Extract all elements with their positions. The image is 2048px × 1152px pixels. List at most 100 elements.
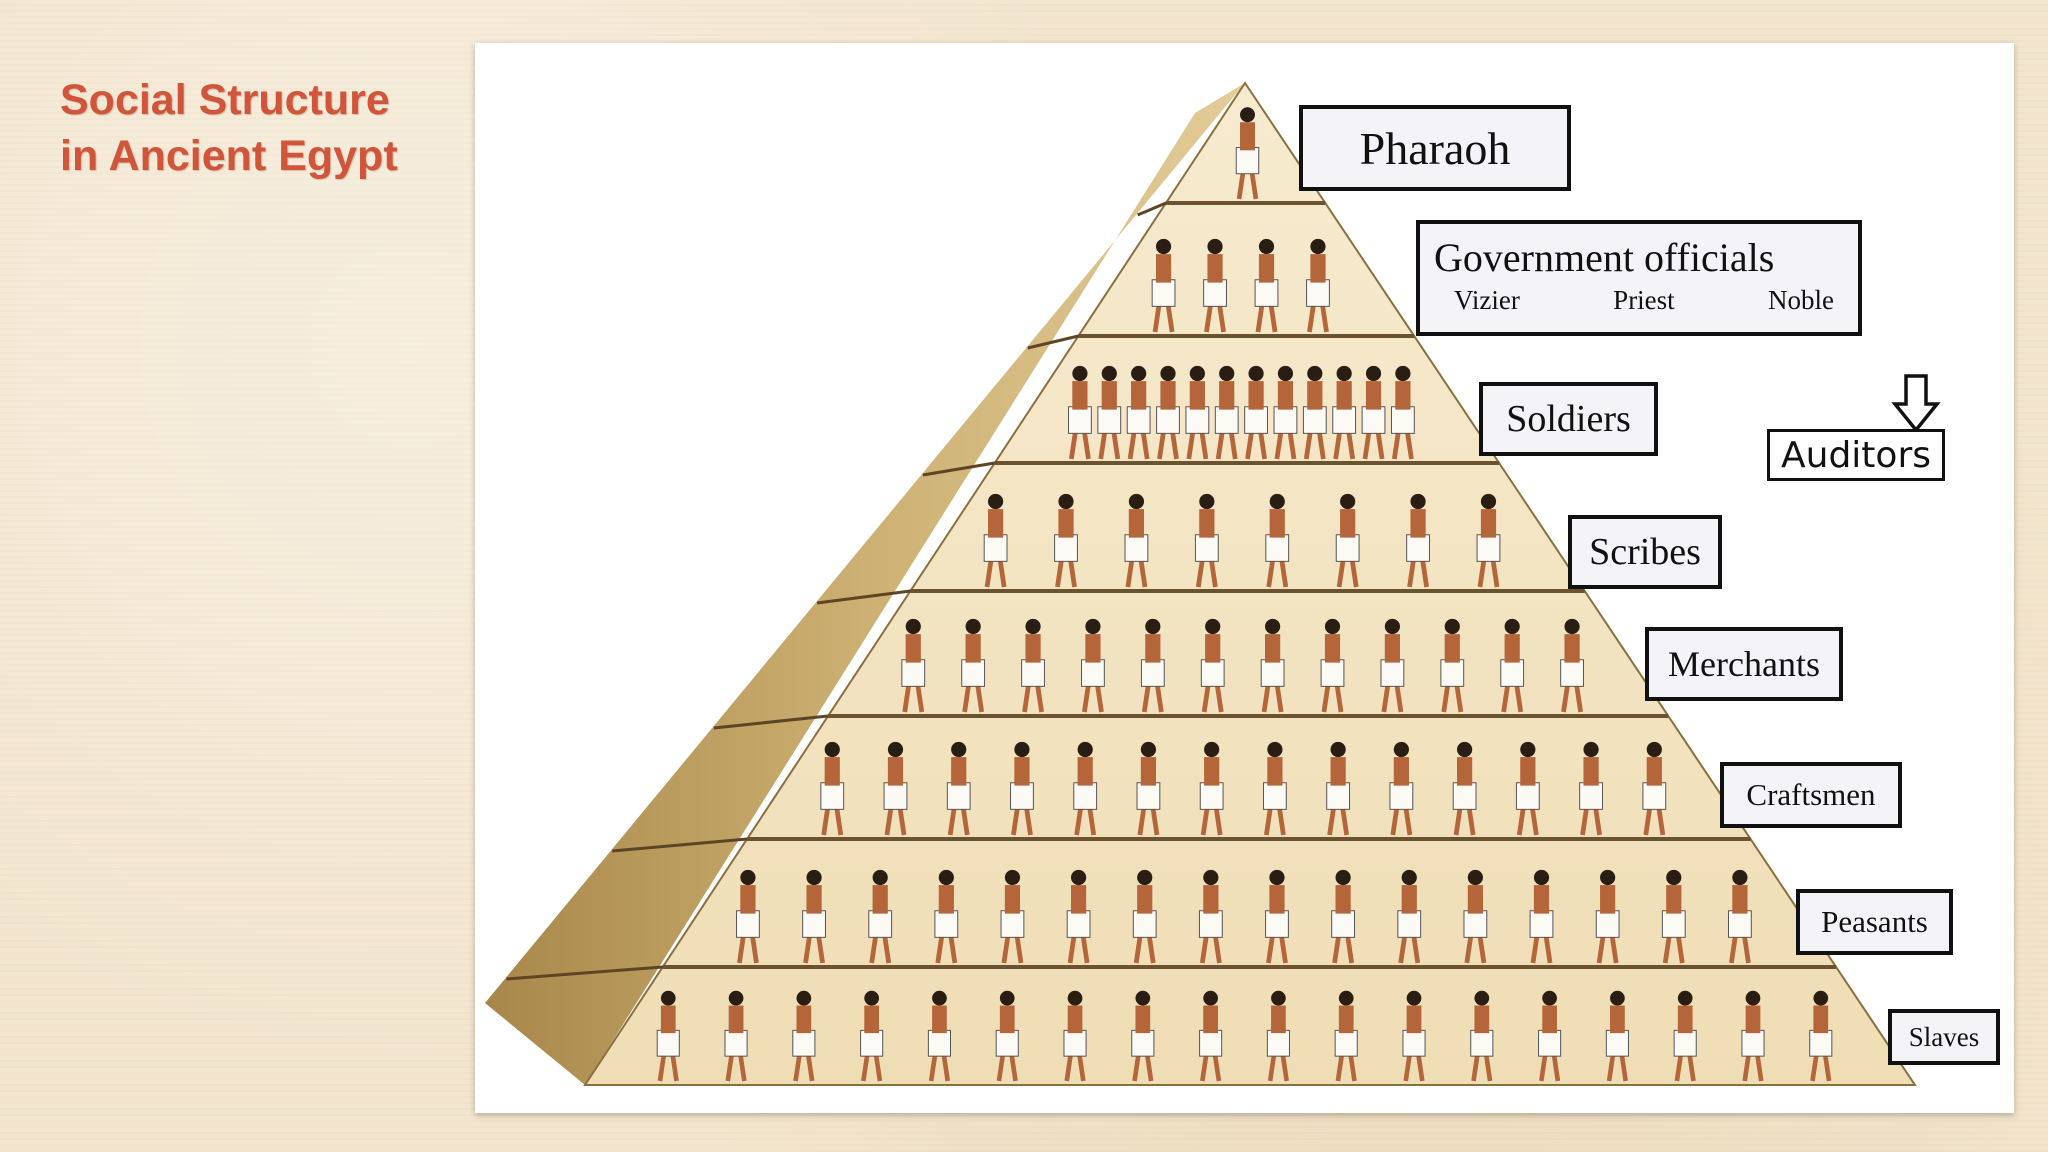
level-7-figure bbox=[1000, 869, 1025, 964]
level-2-figure bbox=[1151, 238, 1176, 333]
level-8-figure bbox=[1131, 990, 1155, 1082]
level-4-figure bbox=[1194, 493, 1219, 588]
government-officials-label-text: Government officials bbox=[1434, 235, 1775, 280]
level-7-figure bbox=[868, 869, 893, 964]
level-7-figure bbox=[1595, 869, 1620, 964]
level-2-figure bbox=[1306, 238, 1330, 333]
soldiers-label-text: Soldiers bbox=[1506, 398, 1631, 440]
slaves-label-text: Slaves bbox=[1908, 1021, 1980, 1052]
side-divider-4 bbox=[816, 589, 911, 605]
slide-title: Social Structure in Ancient Egypt bbox=[60, 72, 460, 184]
level-8-figure bbox=[1334, 990, 1358, 1082]
level-1-figure bbox=[1235, 107, 1260, 200]
auditors-label-text: Auditors bbox=[1781, 434, 1931, 476]
level-5-figure bbox=[1500, 618, 1525, 713]
level-3-figure bbox=[1332, 365, 1357, 460]
level-5-figure bbox=[961, 618, 986, 713]
government-officials-sublabels: Vizier Priest Noble bbox=[1420, 281, 1858, 316]
noble-label: Noble bbox=[1768, 285, 1834, 315]
level-6-figure bbox=[1073, 741, 1098, 836]
level-6-figure bbox=[1326, 741, 1351, 836]
level-8-figure bbox=[1266, 990, 1290, 1082]
level-7-figure bbox=[1397, 869, 1422, 964]
level-6-figure bbox=[1010, 741, 1034, 836]
level-5-figure bbox=[1320, 618, 1345, 713]
level-6-figure bbox=[1389, 741, 1414, 836]
level-6-figure bbox=[1515, 741, 1540, 836]
level-4-figure bbox=[1406, 493, 1430, 588]
level-7-figure bbox=[1728, 869, 1752, 964]
level-8-figure bbox=[860, 990, 884, 1082]
level-8-figure bbox=[1063, 990, 1087, 1082]
level-8-figure bbox=[1470, 990, 1494, 1082]
level-7-figure bbox=[1661, 869, 1686, 964]
level-6-figure bbox=[1136, 741, 1161, 836]
level-8-figure bbox=[1605, 990, 1629, 1082]
side-divider-3 bbox=[922, 461, 995, 477]
level-7-figure bbox=[1331, 869, 1356, 964]
level-7-figure bbox=[736, 869, 760, 964]
level-7-figure bbox=[1066, 869, 1091, 964]
level-6-figure bbox=[1452, 741, 1477, 836]
pharaoh-label: Pharaoh bbox=[1299, 105, 1571, 191]
side-divider-5 bbox=[713, 714, 829, 730]
level-8-figure bbox=[792, 990, 816, 1082]
level-5-figure bbox=[1200, 618, 1225, 713]
level-6-figure bbox=[1642, 741, 1667, 836]
side-divider-2 bbox=[1027, 334, 1079, 350]
level-3-figure bbox=[1185, 365, 1210, 460]
peasants-label-text: Peasants bbox=[1821, 904, 1928, 939]
level-4-figure bbox=[983, 493, 1008, 588]
slide-title-line-1: Social Structure bbox=[60, 76, 390, 124]
level-8-figure bbox=[1809, 990, 1833, 1082]
level-7-figure bbox=[1198, 869, 1223, 964]
level-6-figure bbox=[820, 741, 845, 836]
level-7-figure bbox=[1265, 869, 1289, 964]
level-7-figure bbox=[1529, 869, 1554, 964]
craftsmen-label: Craftsmen bbox=[1720, 762, 1902, 828]
slide-title-line-2: in Ancient Egypt bbox=[60, 132, 398, 180]
level-6-figure bbox=[1262, 741, 1287, 836]
level-8-figure bbox=[1673, 990, 1697, 1082]
level-8-figure bbox=[656, 990, 680, 1082]
level-4-figure bbox=[1124, 493, 1149, 588]
side-divider-1 bbox=[1137, 201, 1167, 217]
vizier-label: Vizier bbox=[1454, 285, 1520, 315]
level-8-figure bbox=[1741, 990, 1765, 1082]
merchants-label-text: Merchants bbox=[1668, 644, 1820, 684]
pyramid-diagram-panel: Pharaoh Government officials Vizier Prie… bbox=[475, 43, 2014, 1113]
level-5-figure bbox=[1260, 618, 1285, 713]
level-5-figure bbox=[1081, 618, 1105, 713]
level-8-figure bbox=[1538, 990, 1562, 1082]
priest-label: Priest bbox=[1613, 285, 1675, 315]
level-7-figure bbox=[1132, 869, 1157, 964]
level-4-figure bbox=[1335, 493, 1360, 588]
level-3-figure bbox=[1214, 365, 1239, 460]
pharaoh-label-text: Pharaoh bbox=[1359, 122, 1511, 174]
level-5-figure bbox=[901, 618, 926, 713]
down-arrow-icon bbox=[1891, 374, 1941, 433]
pyramid-illustration bbox=[485, 81, 1917, 1086]
level-8-figure bbox=[1199, 990, 1223, 1082]
slaves-label: Slaves bbox=[1888, 1009, 2000, 1065]
scribes-label-text: Scribes bbox=[1589, 531, 1701, 573]
level-6-figure bbox=[1199, 741, 1224, 836]
pyramid-left-face bbox=[485, 83, 1245, 1085]
level-5-figure bbox=[1560, 618, 1584, 713]
government-officials-label: Government officials Vizier Priest Noble bbox=[1416, 220, 1862, 336]
level-2-figure bbox=[1254, 238, 1279, 333]
level-4-figure bbox=[1054, 493, 1078, 588]
level-6-figure bbox=[946, 741, 971, 836]
auditors-label: Auditors bbox=[1767, 429, 1945, 481]
level-8-figure bbox=[724, 990, 748, 1082]
level-5-figure bbox=[1140, 618, 1165, 713]
level-6-figure bbox=[1579, 741, 1603, 836]
level-5-figure bbox=[1021, 618, 1045, 713]
level-3-figure bbox=[1390, 365, 1415, 460]
merchants-label: Merchants bbox=[1645, 627, 1843, 701]
craftsmen-label-text: Craftsmen bbox=[1746, 777, 1876, 812]
level-3-figure bbox=[1156, 365, 1180, 460]
level-7-figure bbox=[802, 869, 826, 964]
peasants-label: Peasants bbox=[1796, 889, 1953, 955]
level-5-figure bbox=[1380, 618, 1405, 713]
